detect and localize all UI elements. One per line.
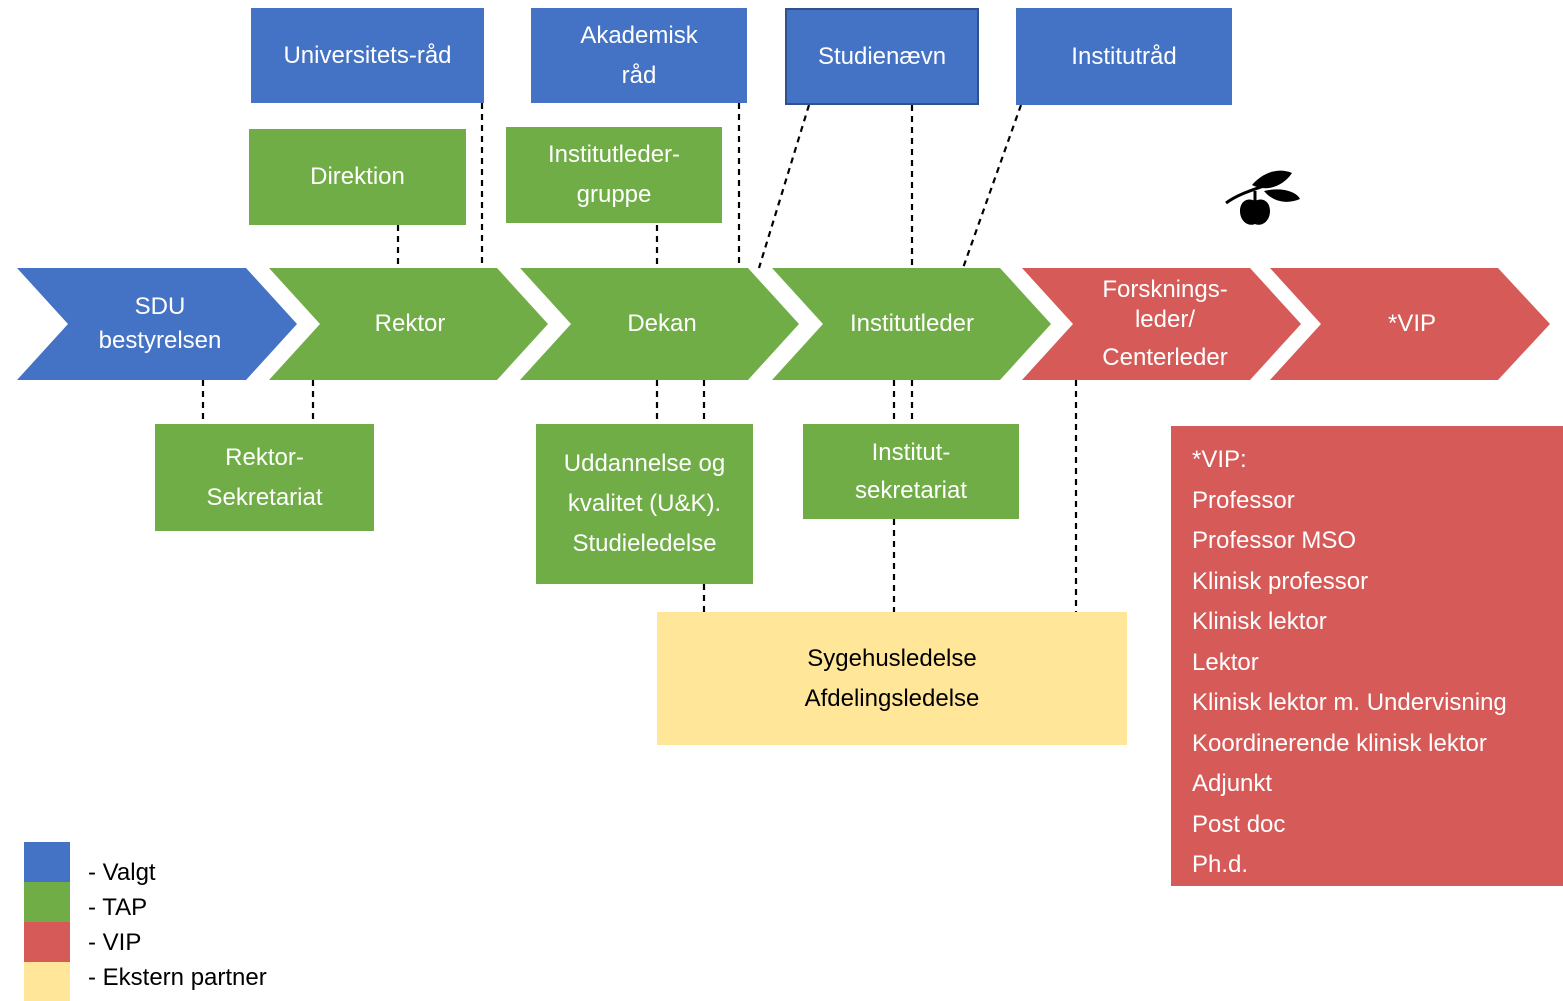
forskningsleder-label: Forsknings- leder/ Centerleder: [1075, 268, 1255, 380]
vip-list-item: Klinisk lektor: [1192, 608, 1327, 635]
vip-list-item: Professor MSO: [1192, 527, 1357, 554]
legend-swatch-ekstern: [24, 962, 70, 1001]
chevron-chain: [17, 268, 1550, 380]
uk-box: Uddannelse og kvalitet (U&K). Studielede…: [536, 424, 753, 584]
akademisk-line2: råd: [621, 61, 657, 89]
forskningsleder-line2: leder/: [1134, 306, 1196, 333]
rektorsekretariat-line2: Sekretariat: [206, 483, 323, 511]
chevron-institutleder: [772, 268, 1051, 380]
forskningsleder-line3: Centerleder: [1102, 344, 1228, 371]
legend-label-vip: - VIP: [88, 929, 142, 956]
vip-list-heading: *VIP:: [1192, 446, 1247, 473]
vip-list-item: Klinisk professor: [1192, 567, 1369, 595]
sygehus-line1: Sygehusledelse: [807, 644, 977, 672]
sygehus-line2: Afdelingsledelse: [804, 684, 980, 712]
dekan-label: Dekan: [627, 310, 697, 337]
chevron-sdu: [17, 268, 297, 380]
direktion-box: Direktion: [249, 129, 466, 225]
vip-list-item: Post doc: [1192, 810, 1286, 838]
vip-list-item: Adjunkt: [1192, 770, 1273, 797]
uk-line3: Studieledelse: [572, 530, 717, 557]
vip-chevron-label: *VIP: [1387, 310, 1437, 337]
chevron-forskningsleder: [1022, 268, 1301, 380]
institutsekretariat-line1: Institut-: [871, 438, 951, 466]
sdu-label-line1: SDU: [134, 293, 186, 320]
legend-swatch-valgt: [24, 842, 70, 882]
uk-line1: Uddannelse og: [563, 450, 726, 477]
institutledergruppe-line2: gruppe: [576, 181, 652, 208]
vip-list-item: Lektor: [1192, 648, 1259, 676]
legend-label-valgt: - Valgt: [88, 859, 156, 886]
chevron-vip: [1270, 268, 1550, 380]
sdu-label: SDU bestyrelsen: [70, 268, 250, 380]
akademisk-line1: Akademisk: [580, 21, 698, 49]
legend-swatch-vip: [24, 922, 70, 962]
instituttraad-box: Institutråd: [1016, 8, 1232, 105]
institutleder-label: Institutleder: [849, 310, 975, 337]
institutledergruppe-line1: Institutleder-: [547, 141, 681, 168]
legend-swatch-tap: [24, 882, 70, 922]
vip-list-item: Professor: [1192, 486, 1295, 514]
uk-line2: kvalitet (U&K).: [567, 490, 722, 517]
institutsekretariat-box: Institut- sekretariat: [803, 424, 1019, 519]
akademisk-raad-box: Akademisk råd: [531, 8, 747, 103]
legend-label-ekstern: - Ekstern partner: [88, 964, 267, 991]
vip-list-box: *VIP: Professor Professor MSO Klinisk pr…: [1171, 426, 1563, 886]
studienaevn-box: Studienævn: [785, 8, 979, 105]
connector: [961, 104, 1023, 269]
universitetsraad-box: Universitets-råd: [251, 8, 484, 103]
legend-label-tap: - TAP: [88, 894, 148, 921]
sdu-label-line2: bestyrelsen: [98, 327, 222, 354]
institutledergruppe-box: Institutleder- gruppe: [506, 127, 722, 223]
rektorsekretariat-box: Rektor- Sekretariat: [155, 424, 374, 531]
apple-branch-icon: [1225, 170, 1300, 225]
vip-list-item: Ph.d.: [1192, 851, 1249, 878]
institutsekretariat-line2: sekretariat: [854, 476, 968, 504]
chevron-rektor: [269, 268, 548, 380]
rektor-label: Rektor: [374, 310, 446, 337]
vip-list-item: Klinisk lektor m. Undervisning: [1192, 689, 1507, 716]
forskningsleder-line1: Forsknings-: [1102, 276, 1228, 303]
rektorsekretariat-line1: Rektor-: [225, 443, 304, 471]
vip-list-item: Koordinerende klinisk lektor: [1192, 729, 1487, 757]
chevron-dekan: [520, 268, 799, 380]
sygehusledelse-box: Sygehusledelse Afdelingsledelse: [657, 612, 1127, 745]
